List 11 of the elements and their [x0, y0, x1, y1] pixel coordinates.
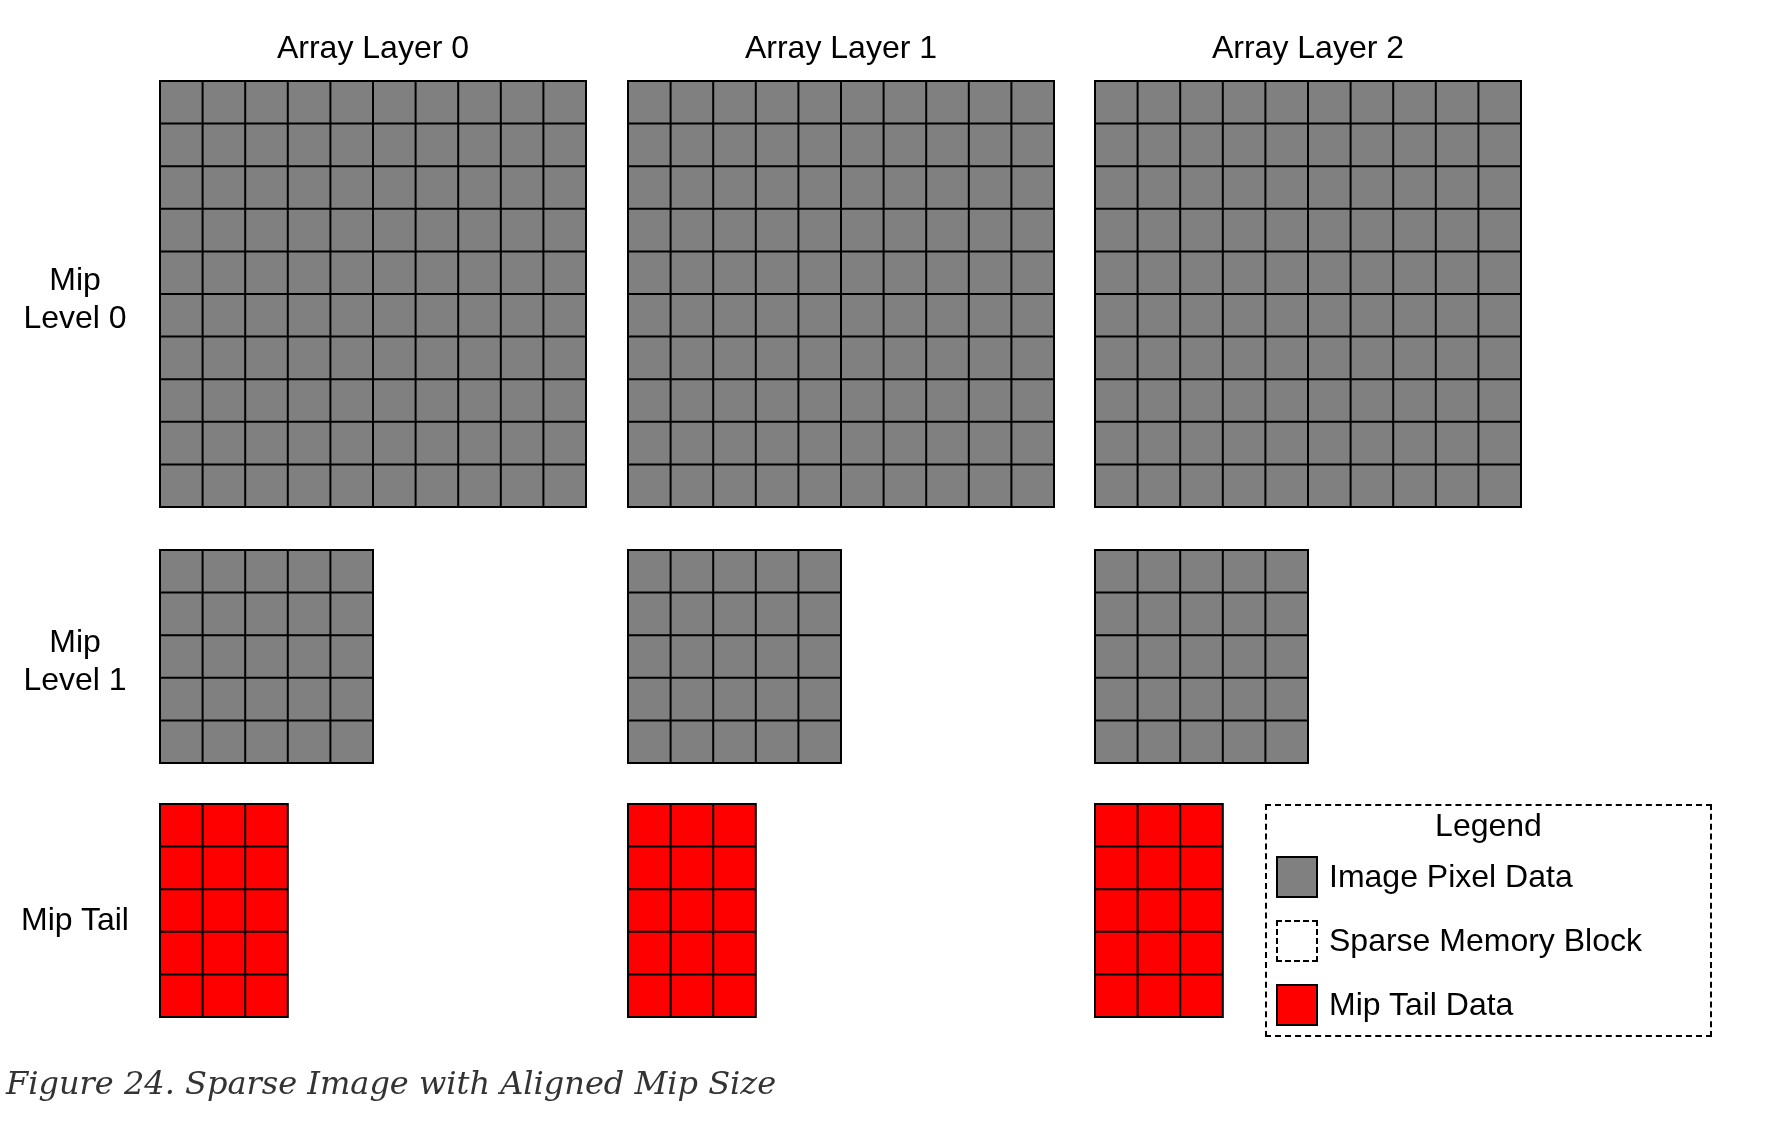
column-heading: Array Layer 2	[1210, 28, 1406, 67]
column-heading: Array Layer 0	[275, 28, 471, 67]
row-heading: Mip Level 1	[22, 622, 128, 699]
figure-caption: Figure 24. Sparse Image with Aligned Mip Size	[6, 1064, 777, 1102]
legend-label: Sparse Memory Block	[1329, 921, 1642, 960]
legend-label: Mip Tail Data	[1329, 985, 1514, 1024]
row-heading: Mip Level 0	[22, 260, 128, 337]
column-heading: Array Layer 1	[743, 28, 939, 67]
row-heading: Mip Tail	[20, 900, 130, 939]
legend-label: Image Pixel Data	[1329, 857, 1573, 896]
legend-title: Legend	[1434, 806, 1543, 845]
